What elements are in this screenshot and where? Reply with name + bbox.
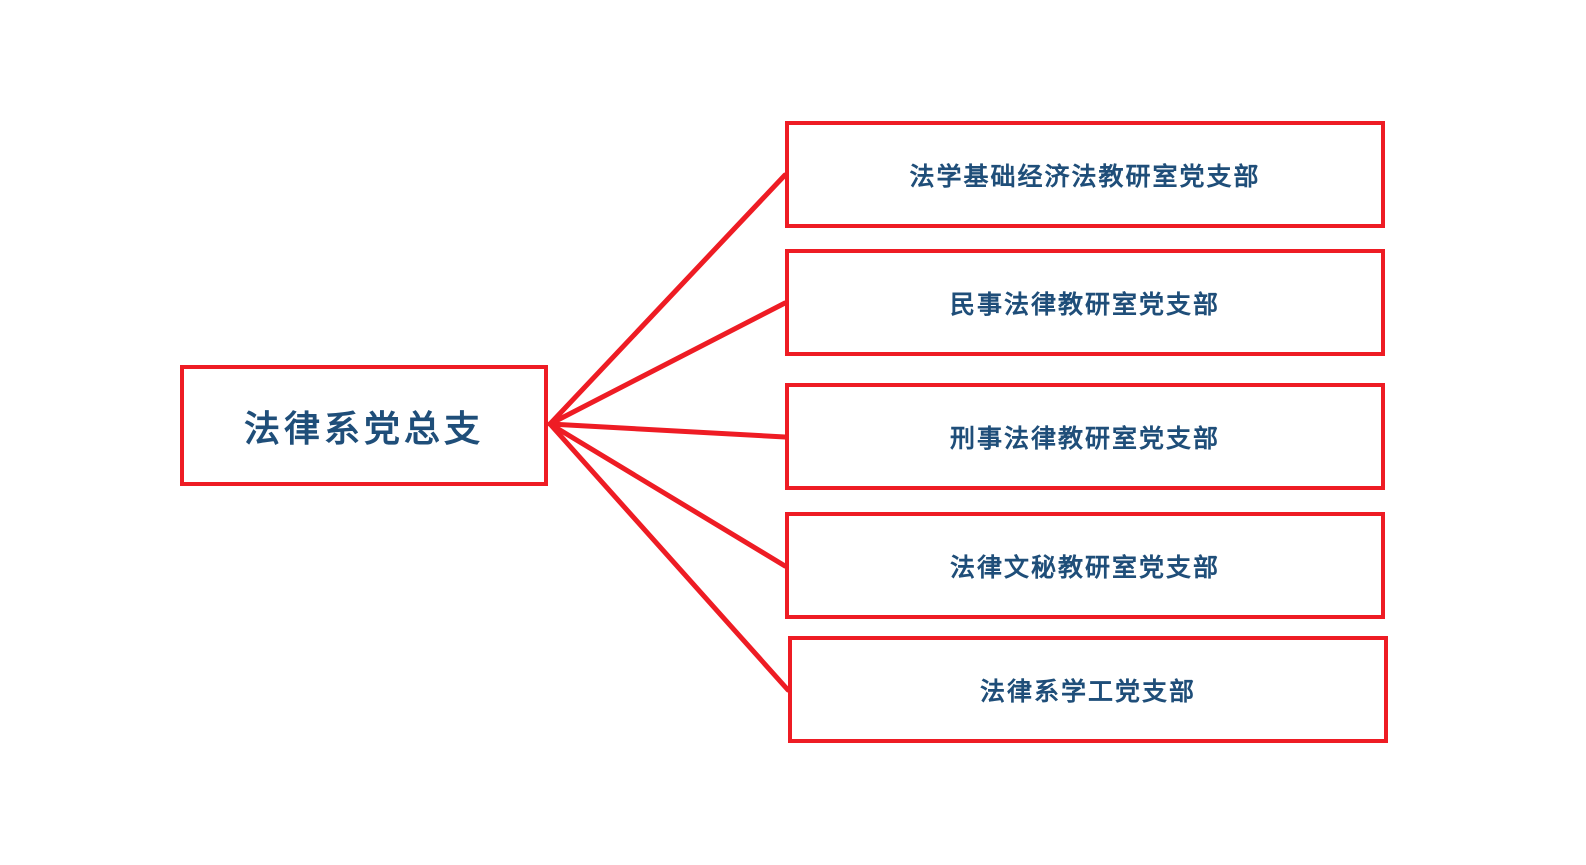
root-node-label: 法律系党总支 — [243, 408, 484, 450]
child-node-label: 法律文秘教研室党支部 — [949, 552, 1220, 582]
connector-line-2 — [547, 421, 788, 440]
connector-line-1 — [547, 300, 788, 427]
connector-line-4 — [547, 421, 791, 693]
child-node-label: 刑事法律教研室党支部 — [949, 423, 1220, 453]
child-node-box: 刑事法律教研室党支部 — [785, 383, 1385, 490]
child-node-box: 法学基础经济法教研室党支部 — [785, 121, 1385, 228]
connector-line-3 — [547, 421, 788, 569]
child-node-label: 民事法律教研室党支部 — [949, 289, 1220, 319]
root-node-box: 法律系党总支 — [180, 365, 548, 486]
child-node-box: 法律系学工党支部 — [788, 636, 1388, 743]
child-node-box: 民事法律教研室党支部 — [785, 249, 1385, 356]
child-node-label: 法律系学工党支部 — [979, 676, 1196, 706]
child-node-box: 法律文秘教研室党支部 — [785, 512, 1385, 619]
connector-line-0 — [547, 172, 788, 427]
child-node-label: 法学基础经济法教研室党支部 — [909, 161, 1261, 191]
